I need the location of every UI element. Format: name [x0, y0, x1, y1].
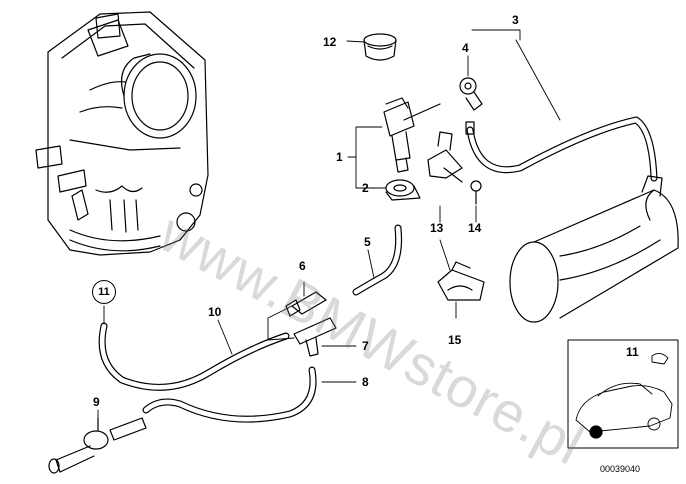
- leader-lines: [97, 29, 561, 427]
- callout-12: 12: [323, 35, 337, 49]
- callout-8: 8: [362, 375, 369, 389]
- callout-2: 2: [362, 181, 369, 195]
- part-4-connector: [459, 77, 483, 111]
- callout-10: 10: [208, 305, 222, 319]
- part-12-cap: [363, 33, 397, 61]
- part-15-clamp: [437, 261, 485, 301]
- part-1-valve: [383, 97, 441, 173]
- callout-7: 7: [362, 339, 369, 353]
- part-7-t-connector: [293, 317, 337, 357]
- part-13-bracket: [427, 131, 463, 183]
- vehicle-location-inset: [567, 339, 679, 449]
- callout-1: 1: [336, 150, 343, 164]
- diagram-reference-code: 00039040: [600, 464, 641, 474]
- callout-5: 5: [364, 235, 371, 249]
- throttle-body-drawing: [35, 11, 209, 256]
- callout-11-circled: 11: [92, 280, 116, 304]
- part-14-bolt: [470, 180, 482, 205]
- part-3-hose: [465, 116, 658, 182]
- callout-6: 6: [299, 259, 306, 273]
- part-9-valve: [48, 417, 147, 474]
- inset-callout-11: 11: [626, 345, 639, 359]
- callout-3: 3: [512, 13, 519, 27]
- part-10-hose: [98, 322, 290, 391]
- callout-9: 9: [93, 395, 100, 409]
- part-8-hose: [142, 366, 317, 423]
- part-5-hose: [352, 224, 403, 296]
- part-2-bracket: [385, 179, 421, 201]
- callout-4: 4: [462, 41, 469, 55]
- callout-13: 13: [430, 221, 444, 235]
- charcoal-canister: [509, 175, 679, 323]
- part-6-connector: [285, 291, 327, 317]
- callout-14: 14: [468, 221, 482, 235]
- callout-15: 15: [448, 333, 462, 347]
